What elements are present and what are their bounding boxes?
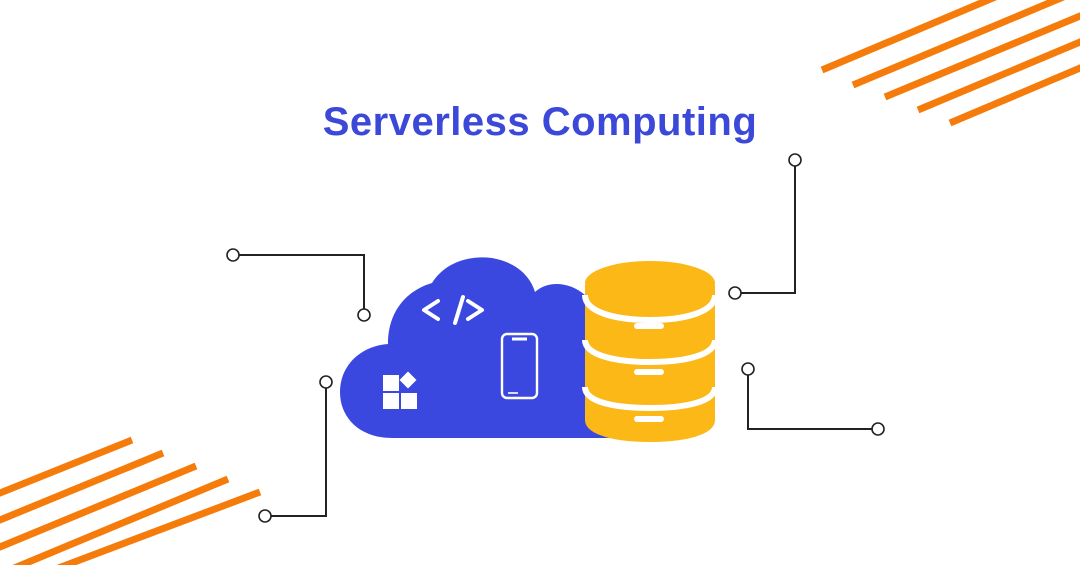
bottom-left-stripes <box>0 436 262 565</box>
connector-nodes <box>226 153 885 523</box>
connector-lines <box>238 166 872 517</box>
cloud-icon <box>340 257 610 438</box>
apps-grid-icon <box>383 371 417 409</box>
page-title: Serverless Computing <box>322 100 758 144</box>
mobile-phone-icon <box>500 332 539 400</box>
top-right-stripes <box>820 0 1080 127</box>
code-icon <box>422 295 484 325</box>
database-icon <box>582 261 718 442</box>
